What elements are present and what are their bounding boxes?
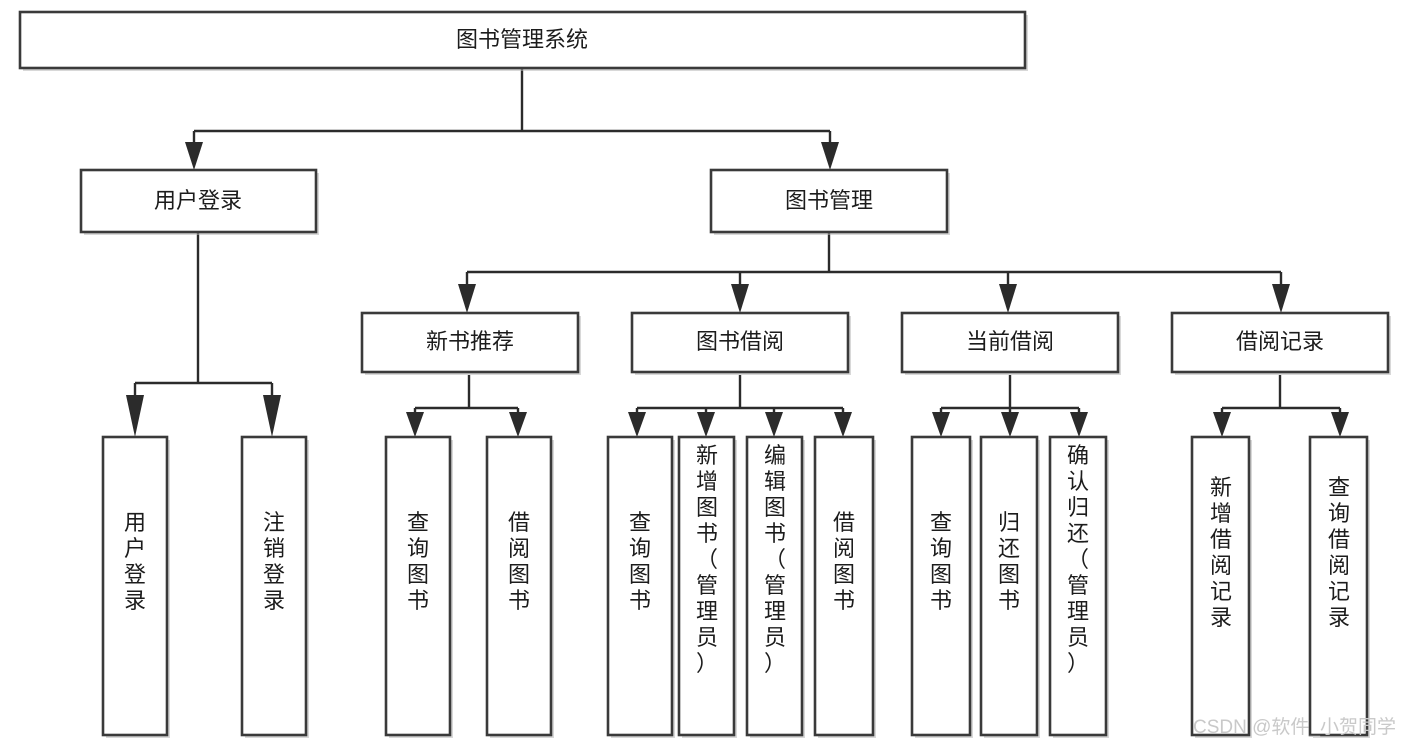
leaf-borrow-book-2[interactable]: 借阅图书	[813, 435, 876, 738]
leaf-add-record-label: 新增借阅记录	[1210, 475, 1232, 630]
leaf-query-book-2-label: 查询图书	[629, 510, 651, 613]
arrow-cb-leaf1	[932, 412, 950, 437]
arrow-bm-to-current	[999, 284, 1017, 313]
arrow-nb-leaf2	[509, 412, 527, 437]
leaf-user-login[interactable]: 用户登录	[101, 435, 170, 738]
user-login-label: 用户登录	[154, 188, 242, 213]
node-user-login[interactable]: 用户登录	[79, 168, 319, 235]
node-current-borrow[interactable]: 当前借阅	[900, 311, 1121, 375]
borrow-record-rect	[1170, 311, 1390, 374]
book-manage-label: 图书管理	[785, 188, 873, 213]
leaf-confirm-return-rect	[1048, 435, 1108, 737]
leaf-edit-book[interactable]: 编辑图书（管理员）	[745, 435, 805, 738]
current-borrow-rect	[900, 311, 1120, 374]
leaf-query-book-1-rect	[384, 435, 452, 737]
current-borrow-label: 当前借阅	[966, 329, 1054, 354]
leaf-borrow-book-1-label: 借阅图书	[508, 510, 530, 613]
leaf-borrow-book-1-rect	[485, 435, 553, 737]
leaf-return-book-rect	[979, 435, 1039, 737]
leaf-return-book[interactable]: 归还图书	[979, 435, 1040, 738]
arrow-bb-leaf4	[834, 412, 852, 437]
leaf-borrow-book-2-label: 借阅图书	[833, 510, 855, 613]
arrow-bb-leaf1	[628, 412, 646, 437]
leaf-query-book-3-rect	[910, 435, 972, 737]
node-book-borrow[interactable]: 图书借阅	[630, 311, 851, 375]
book-borrow-label: 图书借阅	[696, 329, 784, 354]
node-book-manage[interactable]: 图书管理	[709, 168, 950, 235]
root-label: 图书管理系统	[456, 27, 588, 52]
node-root[interactable]: 图书管理系统	[18, 10, 1028, 71]
leaf-add-record[interactable]: 新增借阅记录	[1190, 435, 1252, 738]
node-borrow-record[interactable]: 借阅记录	[1170, 311, 1391, 375]
book-manage-rect	[709, 168, 949, 234]
arrow-br-leaf2	[1331, 412, 1349, 437]
arrow-br-leaf1	[1213, 412, 1231, 437]
leaf-query-book-2[interactable]: 查询图书	[606, 435, 675, 738]
leaf-logout-label: 注销登录	[263, 510, 285, 613]
leaf-edit-book-label: 编辑图书（管理员）	[764, 443, 786, 676]
leaf-user-login-rect	[101, 435, 169, 737]
arrow-bm-to-newbook	[458, 284, 476, 313]
leaf-query-book-1-label: 查询图书	[407, 510, 429, 613]
arrow-userlogin-leaf1	[126, 395, 144, 437]
arrow-cb-leaf3	[1070, 412, 1088, 437]
leaf-query-record-rect	[1308, 435, 1369, 737]
connector-group	[126, 68, 1349, 437]
watermark-label: CSDN @软件_小贺同学	[1193, 716, 1396, 738]
arrow-root-to-userlogin	[185, 142, 203, 170]
leaf-query-book-1[interactable]: 查询图书	[384, 435, 453, 738]
user-login-rect	[79, 168, 318, 234]
root-rect	[18, 10, 1027, 70]
leaf-add-record-rect	[1190, 435, 1251, 737]
new-book-label: 新书推荐	[426, 329, 514, 354]
leaf-edit-book-rect	[745, 435, 804, 737]
leaf-add-book-rect	[677, 435, 736, 737]
arrow-bb-leaf3	[765, 412, 783, 437]
book-borrow-rect	[630, 311, 850, 374]
leaf-query-book-3-label: 查询图书	[930, 510, 952, 613]
arrow-nb-leaf1	[406, 412, 424, 437]
node-new-book-recommend[interactable]: 新书推荐	[360, 311, 581, 375]
leaf-confirm-return[interactable]: 确认归还（管理员）	[1048, 435, 1109, 738]
leaf-query-record[interactable]: 查询借阅记录	[1308, 435, 1370, 738]
leaf-logout[interactable]: 注销登录	[240, 435, 309, 738]
arrow-bb-leaf2	[697, 412, 715, 437]
leaf-add-book[interactable]: 新增图书（管理员）	[677, 435, 737, 738]
borrow-record-label: 借阅记录	[1236, 329, 1324, 354]
leaf-return-book-label: 归还图书	[998, 510, 1020, 613]
arrow-bm-to-record	[1272, 284, 1290, 313]
leaf-user-login-label: 用户登录	[124, 510, 146, 613]
arrow-root-to-bookmanage	[821, 142, 839, 170]
leaf-borrow-book-1[interactable]: 借阅图书	[485, 435, 554, 738]
leaf-logout-rect	[240, 435, 308, 737]
arrow-userlogin-leaf2	[263, 395, 281, 437]
leaf-query-record-label: 查询借阅记录	[1328, 475, 1350, 630]
leaf-confirm-return-label: 确认归还（管理员）	[1067, 443, 1089, 676]
leaf-query-book-2-rect	[606, 435, 674, 737]
leaf-add-book-label: 新增图书（管理员）	[696, 443, 718, 676]
arrow-cb-leaf2	[1001, 412, 1019, 437]
arrow-bm-to-borrow	[731, 284, 749, 313]
leaf-query-book-3[interactable]: 查询图书	[910, 435, 973, 738]
leaf-borrow-book-2-rect	[813, 435, 875, 737]
new-book-rect	[360, 311, 580, 374]
